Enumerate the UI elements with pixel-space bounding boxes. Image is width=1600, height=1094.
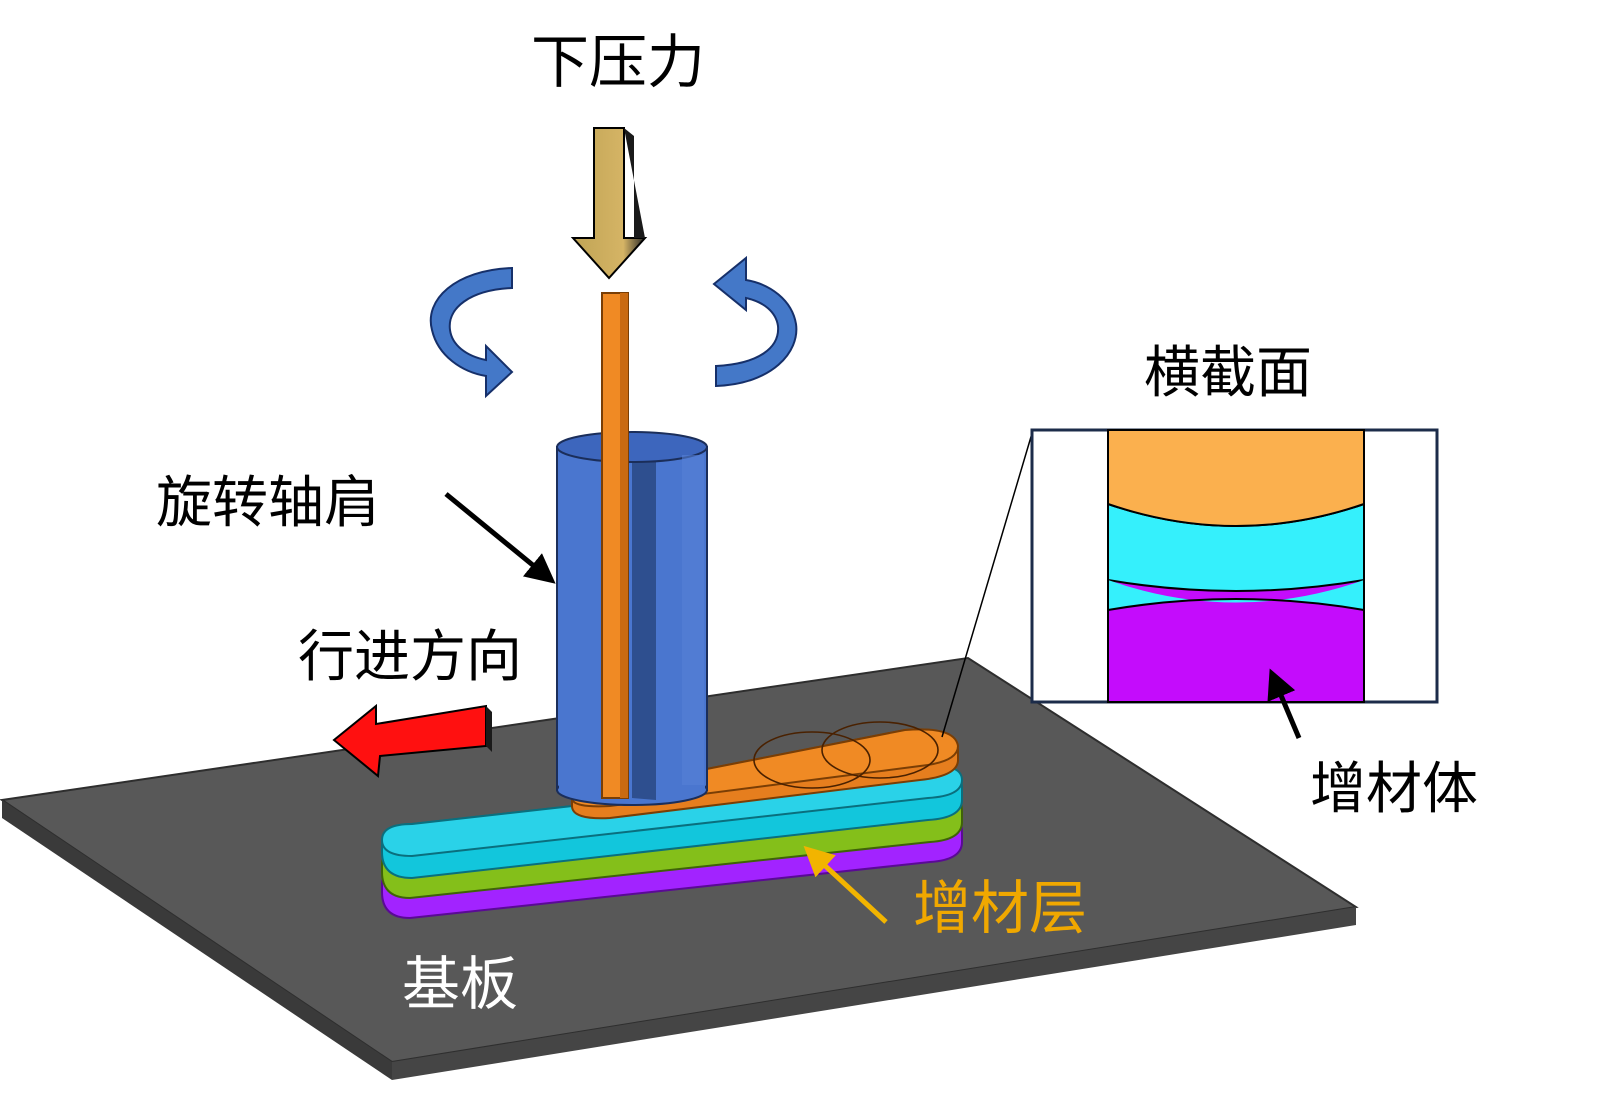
- downforce-arrow: [570, 127, 648, 280]
- label-additive-layer: 增材层: [913, 874, 1087, 942]
- layer-pointer-arrow: [803, 845, 888, 924]
- label-cross-section: 横截面: [1144, 341, 1312, 406]
- label-additive-body: 增材体: [1310, 757, 1478, 822]
- rotation-arrow-right: [712, 255, 798, 388]
- feed-rod: [601, 292, 629, 799]
- additive-body-pointer-arrow: [1267, 668, 1302, 739]
- shoulder-pointer-arrow: [444, 492, 556, 584]
- label-downforce: 下压力: [531, 28, 705, 96]
- label-rotating-shoulder: 旋转轴肩: [156, 471, 380, 536]
- label-substrate: 基板: [402, 950, 518, 1018]
- travel-direction-arrow: [332, 703, 492, 778]
- cross-section-inset: [1030, 428, 1439, 704]
- rotation-arrow-left: [429, 266, 514, 399]
- label-travel-direction: 行进方向: [298, 625, 522, 690]
- rotating-shoulder-cylinder: [556, 431, 708, 806]
- zoom-line-top: [941, 429, 1034, 738]
